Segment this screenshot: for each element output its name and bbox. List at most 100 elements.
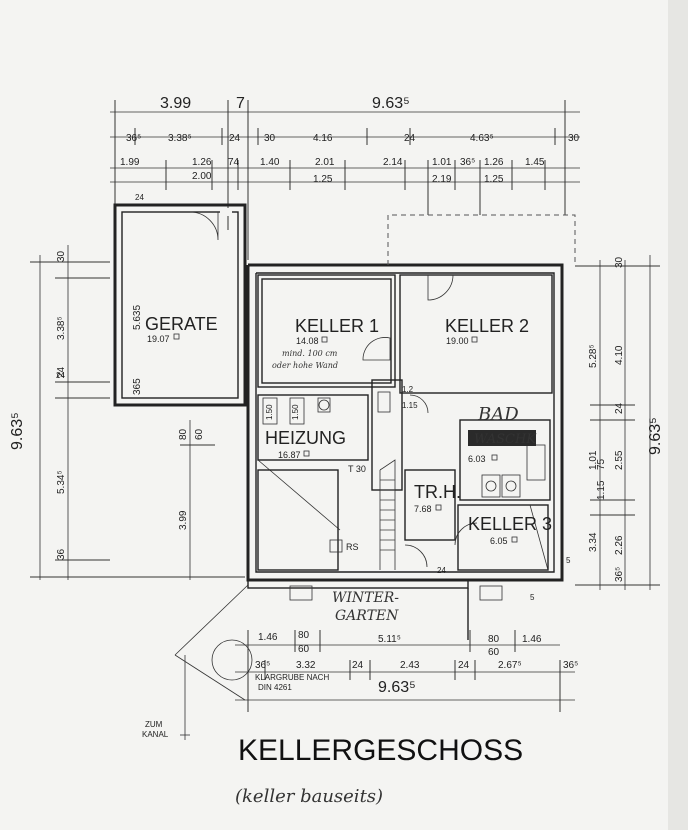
misc-dims: 24 24 24 5 5 1.50 1.50 1.2 1.15 (56, 193, 571, 602)
misc-5b: 5 (530, 593, 535, 602)
dim-101: 1.01 (432, 157, 452, 168)
bottom-dimension-chains: 1.46 80 60 5.11⁵ 80 60 1.46 36⁵ 3.32 24 … (142, 630, 578, 739)
dim-left-80: 80 (178, 428, 189, 440)
dim-bottom-365a: 36⁵ (255, 660, 270, 671)
dim-bottom-2675: 2.67⁵ (498, 660, 522, 671)
dim-right-365: 36⁵ (614, 567, 625, 582)
misc-24c: 24 (437, 566, 446, 575)
geraete-area: 19.07 (147, 334, 170, 344)
keller1-note2: oder hohe Wand (272, 361, 338, 370)
dim-199: 1.99 (120, 157, 140, 168)
geraete-dim-b: 365 (132, 378, 143, 395)
keller2-name: KELLER 2 (445, 316, 529, 336)
misc-12: 1.2 (402, 385, 414, 394)
right-dimension-chains: 9.63⁵ 30 4.10 24 2.55 75 2.26 36⁵ 5.28⁵ … (575, 255, 664, 590)
dim-bottom-365b: 36⁵ (563, 660, 578, 671)
misc-115: 1.15 (402, 401, 418, 410)
klaergrube-line1: KLARGRUBE NACH (255, 673, 329, 682)
room-labels: KELLER 1 14.08 mind. 100 cm oder hohe Wa… (264, 316, 552, 624)
geraete-dim-a: 5.635 (132, 305, 143, 330)
dim-bottom-146a: 1.46 (258, 632, 278, 643)
misc-24b: 24 (56, 371, 65, 380)
basement-walls (174, 214, 576, 740)
keller1-area: 14.08 (296, 336, 319, 346)
dim-bottom-60a: 60 (298, 644, 310, 655)
geraete-room: GERATE 19.07 5.635 365 (113, 203, 247, 407)
dim-bottom-total: 9.63⁵ (378, 679, 416, 696)
bad-area: 6.03 (468, 454, 486, 464)
dim-365: 36⁵ (126, 133, 141, 144)
rs-label: RS (346, 542, 359, 552)
trh-name: TR.H. (414, 482, 461, 502)
dim-145: 1.45 (525, 157, 545, 168)
dim-bottom-24b: 24 (458, 660, 470, 671)
dim-left-36: 36 (56, 548, 67, 560)
dim-bottom-243: 2.43 (400, 660, 420, 671)
dim-bottom-60b: 60 (488, 647, 500, 658)
dim-30b: 30 (568, 133, 580, 144)
dim-bottom-332: 3.32 (296, 660, 316, 671)
keller3-name: KELLER 3 (468, 514, 552, 534)
misc-24a: 24 (135, 193, 144, 202)
dim-214: 2.14 (383, 157, 403, 168)
zum-label: ZUM (145, 720, 163, 729)
page-subtitle: (keller bauseits) (235, 786, 383, 807)
t30-label: T 30 (348, 464, 366, 474)
dim-125: 1.25 (313, 174, 333, 185)
dim-right-255: 2.55 (614, 450, 625, 470)
heizung-name: HEIZUNG (265, 428, 346, 448)
dim-left-399: 3.99 (178, 510, 189, 530)
dim-right-30: 30 (614, 256, 625, 268)
dim-left-30: 30 (56, 250, 67, 262)
top-dimension-chains: 3.99 7 9.63⁵ 36⁵ 3.38⁵ 24 30 4.16 24 4.6… (110, 95, 580, 260)
dim-right-big: 9.63⁵ (647, 417, 664, 455)
dim-left-60: 60 (194, 428, 205, 440)
dim-365b: 36⁵ (460, 157, 475, 168)
dim-24: 24 (229, 133, 241, 144)
misc-5a: 5 (566, 556, 571, 565)
misc-150a: 1.50 (265, 404, 274, 420)
dim-top-7: 7 (236, 95, 245, 112)
klaergrube-line2: DIN 4261 (258, 683, 292, 692)
kanal-label: KANAL (142, 730, 169, 739)
heizung-area: 16.87 (278, 450, 301, 460)
dim-right-226: 2.26 (614, 535, 625, 555)
dim-left-5345: 5.34⁵ (56, 470, 67, 494)
dim-bottom-24a: 24 (352, 660, 364, 671)
dim-416: 4.16 (313, 133, 333, 144)
dim-top-9635: 9.63⁵ (372, 95, 410, 112)
geraete-name: GERATE (145, 314, 218, 334)
dim-top-399: 3.99 (160, 95, 191, 112)
keller1-name: KELLER 1 (295, 316, 379, 336)
dim-201: 2.01 (315, 157, 335, 168)
wintergarten-line2: GARTEN (335, 608, 399, 624)
waschk-overlay-box (468, 430, 536, 446)
dim-right-410: 4.10 (614, 345, 625, 365)
dim-left-3385: 3.38⁵ (56, 316, 67, 340)
dim-bottom-80b: 80 (488, 634, 500, 645)
wintergarten-line1: WINTER- (332, 590, 399, 606)
dim-right-75: 75 (596, 458, 607, 470)
dim-3385: 3.38⁵ (168, 133, 192, 144)
dim-right-115: 1.15 (596, 480, 607, 500)
dim-bottom-80a: 80 (298, 630, 310, 641)
dim-right-334: 3.34 (588, 532, 599, 552)
dim-140: 1.40 (260, 157, 280, 168)
dim-126: 1.26 (192, 157, 212, 168)
dim-bottom-5115: 5.11⁵ (378, 634, 401, 645)
paper-edge (668, 0, 688, 830)
keller3-area: 6.05 (490, 536, 508, 546)
dim-4635: 4.63⁵ (470, 133, 494, 144)
left-dimension-chains: 9.63⁵ 30 3.38⁵ 24 5.34⁵ 36 80 60 3.99 (9, 245, 245, 580)
keller1-note1: mind. 100 cm (282, 349, 338, 358)
dim-left-big: 9.63⁵ (9, 412, 26, 450)
dim-200: 2.00 (192, 171, 212, 182)
keller2-area: 19.00 (446, 336, 469, 346)
dim-right-101: 1.01 (588, 450, 599, 470)
dim-219: 2.19 (432, 174, 452, 185)
page-title: KELLERGESCHOSS (238, 734, 523, 767)
dim-bottom-146b: 1.46 (522, 634, 542, 645)
dim-74: 74 (228, 157, 240, 168)
